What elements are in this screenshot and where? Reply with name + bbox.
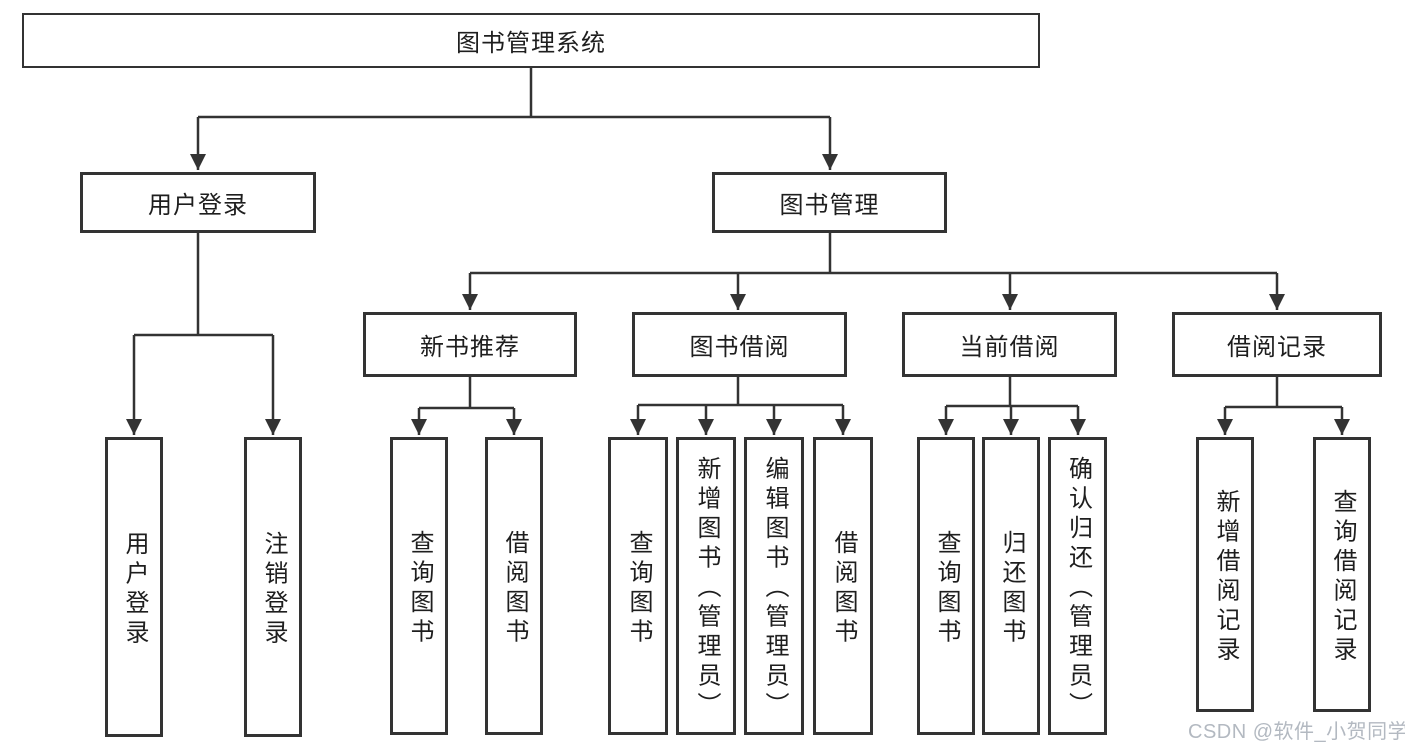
node-label: 用户登录 xyxy=(148,192,248,219)
leaf-borrow-query: 查询图书 xyxy=(608,437,668,735)
leaf-current-return: 归还图书 xyxy=(982,437,1040,735)
node-label: 用户登录 xyxy=(121,530,148,649)
node-label: 借阅图书 xyxy=(501,529,528,648)
leaf-records-add: 新增借阅记录 xyxy=(1196,437,1254,712)
node-label: 图书管理系统 xyxy=(456,30,606,57)
node-label: 新书推荐 xyxy=(420,334,520,361)
node-label: 查询借阅记录 xyxy=(1329,488,1356,666)
leaf-borrow-borrow: 借阅图书 xyxy=(813,437,873,735)
leaf-logout: 注销登录 xyxy=(244,437,302,737)
leaf-newbooks-borrow: 借阅图书 xyxy=(485,437,543,735)
leaf-borrow-add-admin: 新增图书（管理员） xyxy=(676,437,736,735)
node-user-login: 用户登录 xyxy=(80,172,316,233)
leaf-user-login: 用户登录 xyxy=(105,437,163,737)
node-root: 图书管理系统 xyxy=(22,13,1040,68)
node-label: 新增图书（管理员） xyxy=(693,455,720,722)
node-new-book-recommendation: 新书推荐 xyxy=(363,312,577,377)
node-label: 新增借阅记录 xyxy=(1212,488,1239,666)
leaf-newbooks-query: 查询图书 xyxy=(390,437,448,735)
node-label: 借阅图书 xyxy=(830,529,857,648)
node-label: 注销登录 xyxy=(260,530,287,649)
watermark: CSDN @软件_小贺同学 xyxy=(1188,721,1405,743)
leaf-records-query: 查询借阅记录 xyxy=(1313,437,1371,712)
node-label: 归还图书 xyxy=(998,529,1025,648)
node-label: 编辑图书（管理员） xyxy=(761,455,788,722)
node-book-borrowing: 图书借阅 xyxy=(632,312,847,377)
node-label: 当前借阅 xyxy=(959,334,1060,361)
node-label: 查询图书 xyxy=(625,529,652,648)
node-label: 确认归还（管理员） xyxy=(1064,455,1092,722)
node-label: 图书管理 xyxy=(779,192,880,219)
leaf-current-confirm-return-admin: 确认归还（管理员） xyxy=(1048,437,1107,735)
node-label: 借阅记录 xyxy=(1227,334,1327,361)
node-current-borrowing: 当前借阅 xyxy=(902,312,1117,377)
node-label: 图书借阅 xyxy=(689,334,790,361)
leaf-borrow-edit-admin: 编辑图书（管理员） xyxy=(744,437,804,735)
node-label: 查询图书 xyxy=(933,529,960,648)
node-label: 查询图书 xyxy=(406,529,433,648)
leaf-current-query: 查询图书 xyxy=(917,437,975,735)
node-borrowing-records: 借阅记录 xyxy=(1172,312,1382,377)
node-book-management: 图书管理 xyxy=(712,172,947,233)
